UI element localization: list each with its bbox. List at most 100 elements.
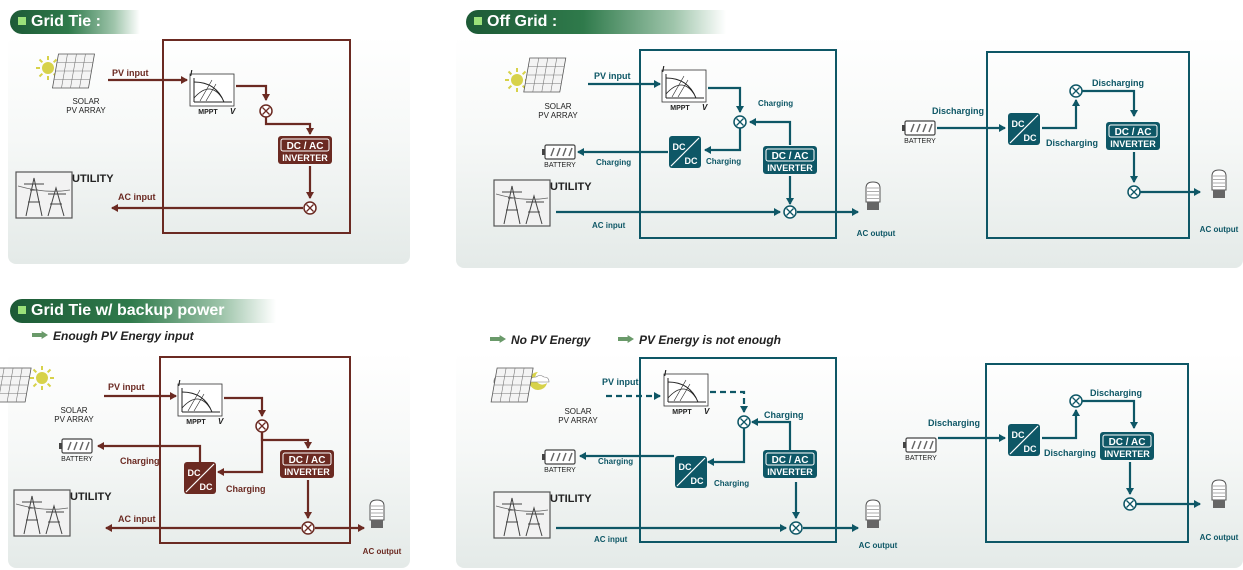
legend-not-enough: PV Energy is not enough xyxy=(618,333,781,347)
mppt-v-label: V xyxy=(704,407,710,416)
charging-label: Charging xyxy=(706,157,741,166)
arrow-icon xyxy=(618,335,634,343)
inverter-dcac-label: DC / AC xyxy=(772,455,809,466)
mppt-power-curve xyxy=(193,88,223,99)
ac-input-label: AC input xyxy=(594,535,628,544)
flow-arrow xyxy=(707,428,746,466)
mppt-hatch xyxy=(677,79,689,98)
mppt-i-label: I xyxy=(664,369,667,378)
ac-input-label: AC input xyxy=(592,221,626,230)
mppt-v-label: V xyxy=(218,417,224,426)
charging-label: Charging xyxy=(758,99,793,108)
inverter-dcac-label: DC / AC xyxy=(1109,437,1146,448)
inverter-inner xyxy=(765,452,815,466)
solar-label: SOLAR xyxy=(564,407,591,416)
arrow-icon xyxy=(490,335,506,343)
grid-tie-header: Grid Tie : xyxy=(10,10,140,34)
power-line-icon xyxy=(17,185,71,192)
inverter-block xyxy=(280,450,334,478)
sun-ray xyxy=(32,382,38,388)
lamp-icon xyxy=(1211,479,1227,501)
mppt-hatch xyxy=(679,383,691,402)
battery-terminal xyxy=(542,149,545,155)
battery-cell xyxy=(562,452,567,462)
pylon-icon xyxy=(22,495,42,535)
merge-node-cross xyxy=(258,422,266,430)
merge-node-cross xyxy=(1072,397,1080,405)
inverter-inner xyxy=(1108,124,1158,138)
sun-ray xyxy=(46,382,52,388)
pv-array-label: PV ARRAY xyxy=(54,415,94,424)
utility-label: UTILITY xyxy=(550,181,592,193)
mppt-label: MPPT xyxy=(672,409,692,416)
solar-panel-grid xyxy=(79,54,86,88)
sun-ray xyxy=(38,72,44,78)
dcdc-bottom-label: DC xyxy=(691,476,704,486)
sun-ray xyxy=(507,84,513,90)
inverter-block xyxy=(763,146,817,174)
merge-node-cross xyxy=(736,118,744,126)
pv-array-label: PV ARRAY xyxy=(66,106,106,115)
battery-cell xyxy=(73,441,78,451)
mppt-power-curve xyxy=(181,398,211,409)
pylon-icon xyxy=(525,194,544,225)
moon-icon xyxy=(529,372,547,390)
lamp-base xyxy=(867,520,879,528)
sun-ray xyxy=(46,368,52,374)
legend-no-pv-label: No PV Energy xyxy=(511,333,591,347)
power-line-icon xyxy=(495,193,549,200)
charging-label: Charging xyxy=(120,456,160,466)
dcdc-divider xyxy=(1009,425,1039,455)
inverter-block xyxy=(278,136,332,164)
battery-cell xyxy=(929,440,934,450)
battery-label: BATTERY xyxy=(544,467,576,474)
dcdc-top-label: DC xyxy=(673,142,686,152)
charging-label: Charging xyxy=(764,410,804,420)
inverter-block xyxy=(1106,122,1160,150)
battery-cell xyxy=(910,123,915,133)
flow-arrow xyxy=(97,442,202,462)
system-boundary xyxy=(639,49,837,239)
utility-grid-icon xyxy=(493,179,551,227)
power-line-icon xyxy=(15,503,69,510)
solar-label: SOLAR xyxy=(60,406,87,415)
dcdc-bottom-label: DC xyxy=(1024,444,1037,454)
sun-icon xyxy=(511,74,523,86)
inverter-block xyxy=(1100,432,1154,460)
mppt-chart-frame xyxy=(663,373,709,407)
mppt-power-curve xyxy=(667,388,697,399)
pylon-icon xyxy=(45,504,64,535)
mppt-i-label: I xyxy=(190,69,193,78)
flow-arrow xyxy=(708,86,744,113)
merge-node-cross xyxy=(304,524,312,532)
battery-cell xyxy=(568,147,573,157)
system-boundary xyxy=(986,51,1190,239)
battery-cell xyxy=(550,147,555,157)
arrow-icon xyxy=(32,331,48,339)
dcdc-top-label: DC xyxy=(188,468,201,478)
discharging-label: Discharging xyxy=(932,106,984,116)
battery-cell xyxy=(556,147,561,157)
dcdc-top-label: DC xyxy=(1012,430,1025,440)
mppt-iv-curve xyxy=(181,391,213,413)
lamp-icon xyxy=(1211,169,1227,191)
inverter-block xyxy=(763,450,817,478)
flow-arrow xyxy=(1082,399,1138,429)
charging-label: Charging xyxy=(598,457,633,466)
lamp-base xyxy=(371,520,383,528)
discharging-label: Discharging xyxy=(1092,78,1144,88)
battery-cell xyxy=(79,441,84,451)
lamp-icon xyxy=(865,181,881,203)
lamp-base xyxy=(867,202,879,210)
flow-arrow xyxy=(1082,89,1138,117)
legend-enough: Enough PV Energy input xyxy=(32,329,194,343)
inverter-inner xyxy=(280,138,330,152)
mppt-hatch xyxy=(673,379,687,402)
mppt-hatch xyxy=(205,83,217,102)
dcdc-divider xyxy=(670,137,700,167)
mppt-iv-curve xyxy=(193,81,225,103)
battery-terminal xyxy=(903,442,906,448)
dcdc-divider xyxy=(1009,114,1039,144)
inverter-inner xyxy=(282,452,332,466)
